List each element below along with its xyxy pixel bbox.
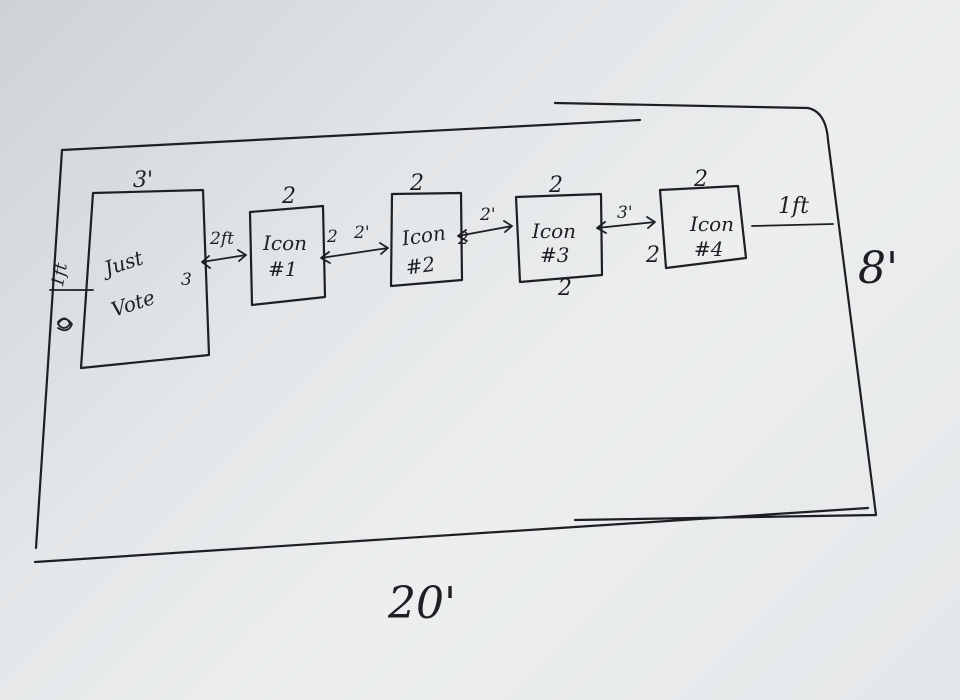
icon-3-text-line2: #3 xyxy=(540,243,569,267)
icon-4-box xyxy=(658,184,748,270)
icon-1-side-label: 2 xyxy=(326,227,338,247)
icon-1-text-line1: Icon xyxy=(262,231,307,255)
scribble-mark xyxy=(57,317,73,332)
icon-4-side-label: 2 xyxy=(645,243,660,268)
just-vote-top-label: 3' xyxy=(133,168,153,193)
gap-arrow-1 xyxy=(201,249,247,269)
icon-1-box xyxy=(248,204,327,307)
gap-label-3: 2' xyxy=(479,205,496,225)
right-margin-label: 1ft xyxy=(778,194,809,219)
room-outline xyxy=(33,101,878,564)
icon-2-text-line2: #2 xyxy=(404,252,437,280)
gap-label-2: 2' xyxy=(353,223,370,243)
icon-3-top-label: 2 xyxy=(548,173,563,198)
room-width-label: 20' xyxy=(387,578,456,629)
icon-1-text-line2: #1 xyxy=(268,257,297,281)
icon-3-bottom-label: 2 xyxy=(557,276,572,301)
gap-label-1: 2ft xyxy=(209,229,234,249)
room-height-label: 8' xyxy=(858,243,898,294)
just-vote-side-label: 3 xyxy=(181,270,192,290)
icon-4-text-line2: #4 xyxy=(694,237,723,261)
icon-2-top-label: 2 xyxy=(409,171,424,196)
icon-2-text-line1: Icon xyxy=(399,221,447,251)
gap-arrow-2 xyxy=(320,242,389,264)
icon-3-text-line1: Icon xyxy=(531,219,576,243)
right-margin-tick xyxy=(751,223,834,227)
just-vote-text-line1: Just xyxy=(97,245,146,281)
icon-4-text-line1: Icon xyxy=(689,212,734,236)
just-vote-box xyxy=(79,188,211,370)
icon-3-box xyxy=(514,192,604,284)
gap-label-4: 3' xyxy=(617,203,633,223)
gap-arrow-3 xyxy=(457,220,513,242)
left-margin-label: 1ft xyxy=(48,261,72,288)
gap-arrow-4 xyxy=(596,216,656,234)
just-vote-text-line2: Vote xyxy=(108,285,158,322)
icon-1-top-label: 2 xyxy=(281,184,296,209)
icon-4-top-label: 2 xyxy=(693,167,708,192)
icon-2-box xyxy=(389,191,464,288)
